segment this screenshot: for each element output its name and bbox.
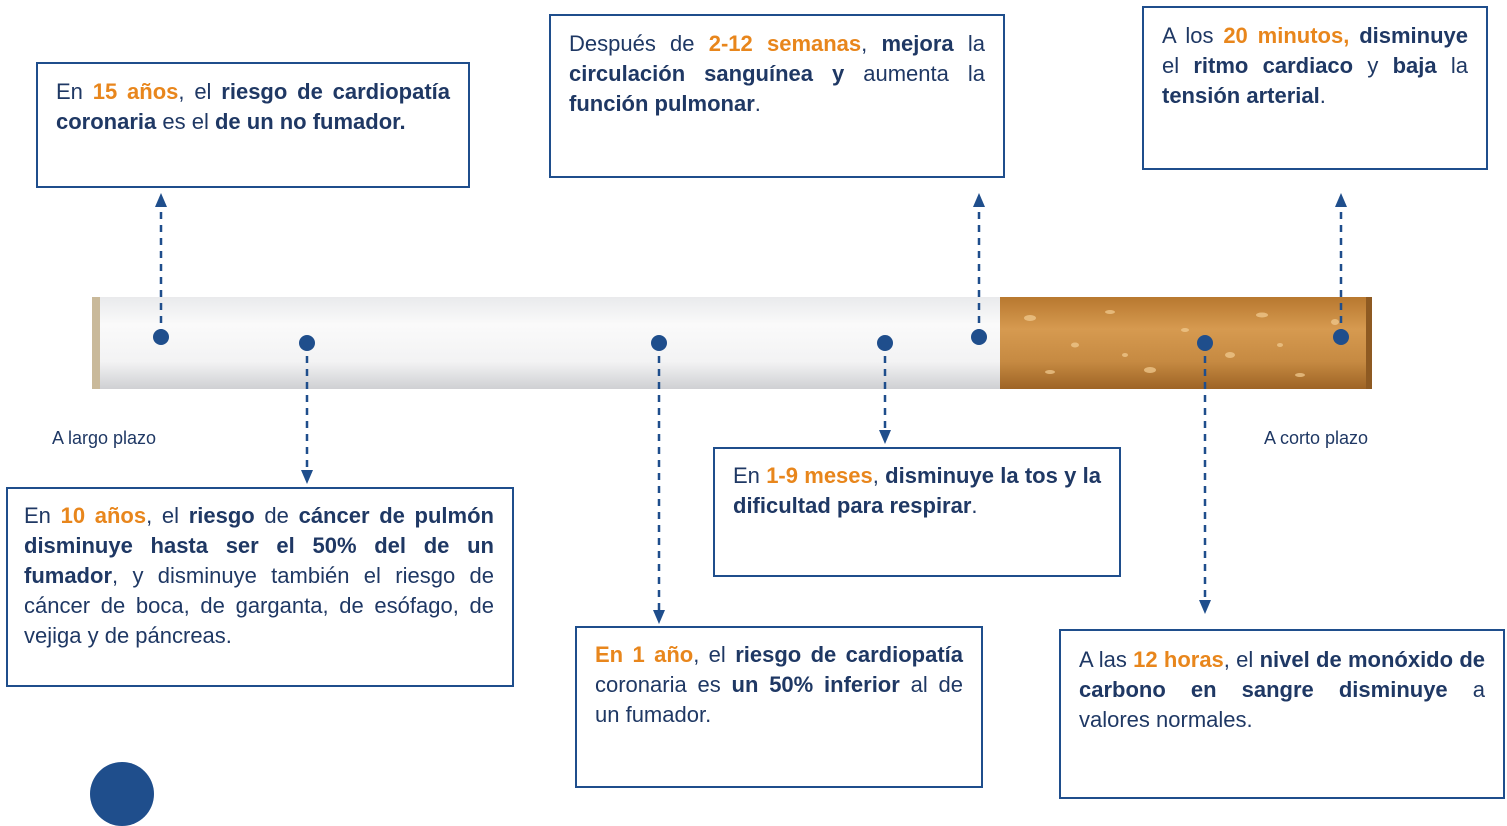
milestone-2-12-weeks: Después de 2-12 semanas, mejora la circu… xyxy=(549,14,1005,178)
long-term-label: A largo plazo xyxy=(52,428,157,448)
milestone-10-years: En 10 años, el riesgo de cáncer de pulmó… xyxy=(6,487,514,687)
filter-end xyxy=(1366,297,1372,389)
cigarette-tip xyxy=(92,297,100,389)
cigarette-filter xyxy=(1000,297,1372,389)
milestone-1-year: En 1 año, el riesgo de cardiopatía coron… xyxy=(575,626,983,788)
arrow-down-icon xyxy=(653,610,665,624)
timeline-dot-12-hours xyxy=(1197,335,1213,351)
short-term-label: A corto plazo xyxy=(1264,428,1369,448)
arrow-up-icon xyxy=(973,193,985,207)
milestone-15-years: En 15 años, el riesgo de cardiopatía cor… xyxy=(36,62,470,188)
arrow-down-icon xyxy=(879,430,891,444)
milestone-1-9-months: En 1-9 meses, disminuye la tos y la difi… xyxy=(713,447,1121,577)
diagram-canvas xyxy=(92,193,1372,624)
arrow-up-icon xyxy=(155,193,167,207)
timeline-dot-1-year xyxy=(651,335,667,351)
cigarette-paper xyxy=(96,297,1008,389)
timeline-dot-2-12-weeks xyxy=(971,329,987,345)
timeline-dot-10-years xyxy=(299,335,315,351)
arrow-down-icon xyxy=(301,470,313,484)
filter-speckles xyxy=(1024,310,1339,377)
arrow-down-icon xyxy=(1199,600,1211,614)
arrow-up-icon xyxy=(1335,193,1347,207)
timeline-dot-15-years xyxy=(153,329,169,345)
milestone-20-minutes: A los 20 minutos, disminuye el ritmo car… xyxy=(1142,6,1488,170)
timeline-dot-1-9-months xyxy=(877,335,893,351)
milestone-12-hours: A las 12 horas, el nivel de monóxido de … xyxy=(1059,629,1505,799)
timeline-dot-20-minutes xyxy=(1333,329,1349,345)
decorative-circle xyxy=(90,762,154,826)
